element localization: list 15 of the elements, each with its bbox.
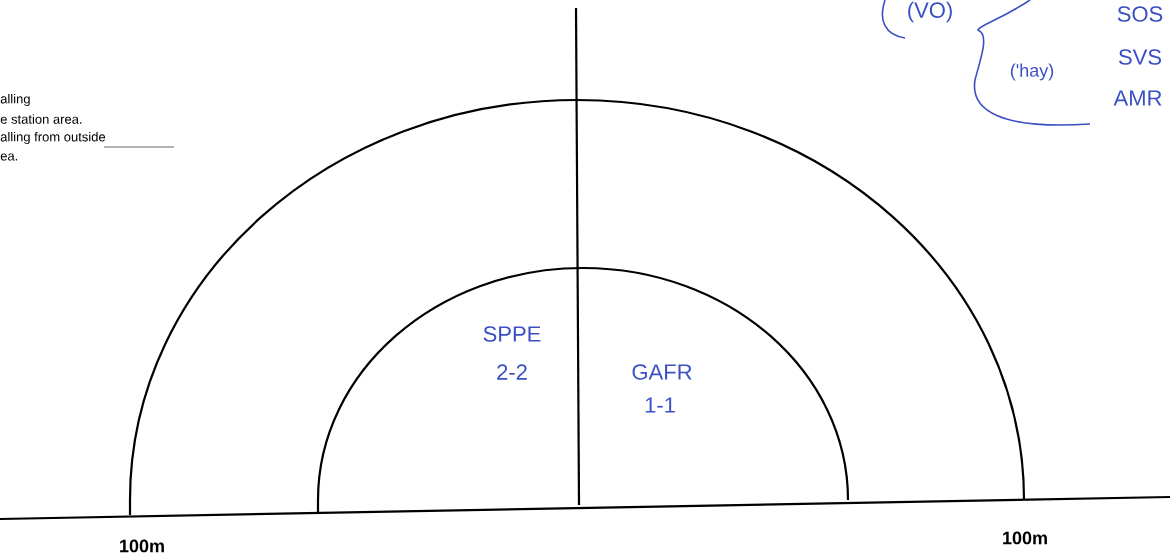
handwritten-note: SOS xyxy=(1117,6,1163,22)
note-text: ea. xyxy=(0,153,18,161)
note-text: alling from outside xyxy=(0,131,106,145)
handwritten-note: SVS xyxy=(1119,49,1161,65)
handwritten-note: AMR xyxy=(1113,90,1162,106)
note-text: alling xyxy=(0,93,30,107)
distance-label: 100m xyxy=(1003,531,1047,545)
handwritten-note: (VO) xyxy=(908,1,952,23)
handwritten-note: GAFR xyxy=(632,364,692,380)
handwritten-note: 2-2 xyxy=(497,364,527,380)
handwritten-note: SPPE xyxy=(483,326,541,342)
note-text: e station area. xyxy=(0,114,82,124)
distance-label: 100m xyxy=(120,539,164,553)
handwritten-note: 1-1 xyxy=(645,397,675,413)
handwritten-note: ('hay) xyxy=(1010,63,1054,81)
